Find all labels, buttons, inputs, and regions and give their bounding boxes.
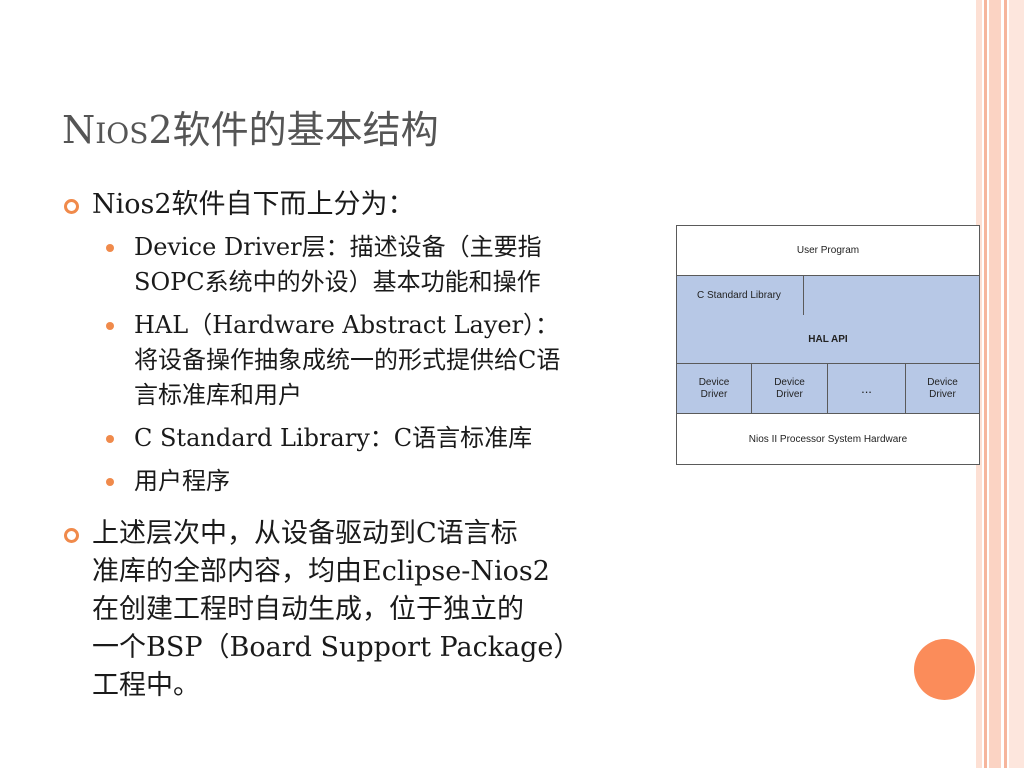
driver-label: Device [774,376,805,388]
sub-bullet-line: 言标准库和用户 [134,381,302,409]
decor-stripe [1009,0,1024,768]
title-prefix-big: N [62,108,96,152]
decor-stripe [984,0,987,768]
ellipsis-label: ... [861,380,872,396]
bullet-line: 一个BSP（Board Support Package） [92,632,581,663]
sub-bullet-line: Device Driver层：描述设备（主要指 [134,233,542,261]
driver-label: Driver [929,388,956,400]
sub-bullet-item: HAL（Hardware Abstract Layer）： 将设备操作抽象成统一… [62,308,672,413]
sub-bullet-line: 将设备操作抽象成统一的形式提供给C语 [134,346,561,374]
driver-label: Driver [776,388,803,400]
sub-bullet-line: SOPC系统中的外设）基本功能和操作 [134,268,541,296]
title-prefix-small: IOS [95,117,149,150]
driver-label: Driver [700,388,728,400]
sub-bullet-line: C Standard Library：C语言标准库 [134,424,533,452]
hal-api-label: HAL API [808,333,848,345]
user-program-layer: User Program [796,245,860,256]
hardware-layer: Nios II Processor System Hardware [677,413,979,464]
driver-label: Device [698,376,730,388]
dot-bullet-icon [106,435,114,443]
ellipsis-driver-box: ... [828,363,906,413]
driver-label: Device [927,376,958,388]
decor-stripe [1004,0,1007,768]
sub-bullet-item: C Standard Library：C语言标准库 [62,421,672,456]
decor-stripe [989,0,1001,768]
bullet-line: 在创建工程时自动生成，位于独立的 [92,594,524,625]
slide-body: Nios2软件自下而上分为： Device Driver层：描述设备（主要指 S… [62,186,672,711]
sub-bullet-item: Device Driver层：描述设备（主要指 SOPC系统中的外设）基本功能和… [62,230,672,300]
decor-circle [914,639,975,700]
sub-bullet-line: 用户程序 [134,467,230,495]
dot-bullet-icon [106,478,114,486]
bullet-line: 工程中。 [92,670,200,701]
software-layer-diagram: User Program C Standard Library HAL API … [676,225,980,465]
ring-bullet-icon [64,199,79,214]
c-standard-library-layer: C Standard Library [677,275,804,315]
bullet-line: 准库的全部内容，均由Eclipse-Nios2 [92,556,550,587]
sub-bullet-line: HAL（Hardware Abstract Layer）： [134,311,560,339]
bullet-item: 上述层次中，从设备驱动到C语言标 准库的全部内容，均由Eclipse-Nios2… [62,515,672,705]
ring-bullet-icon [64,528,79,543]
bullet-text: Nios2软件自下而上分为： [92,189,415,220]
slide-title: NIOS2软件的基本结构 [62,104,439,160]
sub-bullet-item: 用户程序 [62,464,672,499]
dot-bullet-icon [106,244,114,252]
bullet-line: 上述层次中，从设备驱动到C语言标 [92,518,518,549]
bullet-item: Nios2软件自下而上分为： [62,186,672,224]
title-rest: 2软件的基本结构 [148,108,439,152]
dot-bullet-icon [106,322,114,330]
